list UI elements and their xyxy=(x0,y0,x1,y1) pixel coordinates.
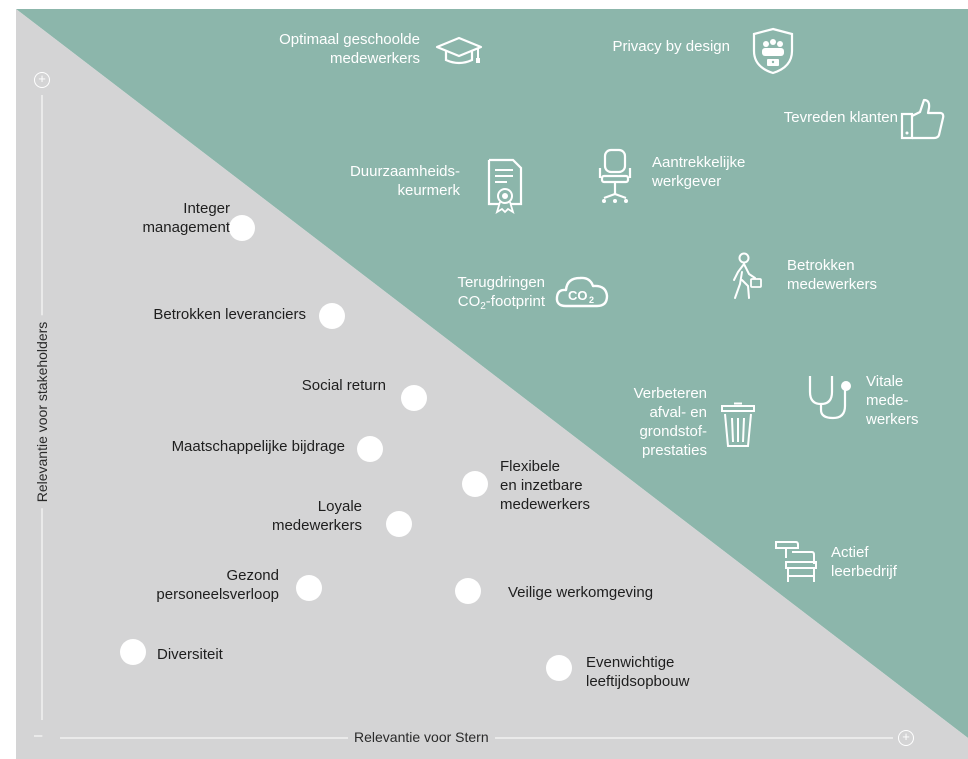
shield-people-icon xyxy=(751,27,795,75)
certificate-icon xyxy=(485,158,525,214)
dot-veilige-werkomgeving xyxy=(455,578,481,604)
label-duurzaamheidskeurmerk: Duurzaamheids-keurmerk xyxy=(349,163,460,199)
label-terugdringen-co2: Terugdringen CO2-footprint xyxy=(457,274,545,312)
x-plus-circle xyxy=(898,730,914,746)
dot-flexibele-medewerkers xyxy=(462,471,488,497)
label-social-return: Social return xyxy=(301,377,386,394)
dot-social-return xyxy=(401,385,427,411)
dot-maatschappelijke-bijdrage xyxy=(357,436,383,462)
dot-evenwichtige-leeftijdsopbouw xyxy=(546,655,572,681)
graduation-cap-icon xyxy=(435,36,483,66)
y-plus-sign: + xyxy=(38,71,46,86)
y-axis-title: Relevantie voor stakeholders xyxy=(34,315,50,509)
dot-integer-management xyxy=(229,215,255,241)
x-minus-sign: – xyxy=(34,727,43,744)
svg-text:CO: CO xyxy=(568,288,588,303)
office-chair-icon xyxy=(596,148,634,206)
co2-cloud-icon: CO 2 xyxy=(554,272,610,312)
stethoscope-icon xyxy=(806,372,856,420)
label-tevreden-klanten: Tevreden klanten xyxy=(783,109,898,126)
svg-text:2: 2 xyxy=(589,295,594,305)
label-veilige-werkomgeving: Veilige werkomgeving xyxy=(508,584,654,601)
walking-person-icon xyxy=(729,252,765,302)
dot-loyale-medewerkers xyxy=(386,511,412,537)
x-axis-title: Relevantie voor Stern xyxy=(348,729,495,745)
label-privacy-by-design: Privacy by design xyxy=(612,38,730,55)
school-desk-icon xyxy=(772,538,818,584)
dot-diversiteit xyxy=(120,639,146,665)
grey-zone xyxy=(16,9,968,759)
thumbs-up-icon xyxy=(900,98,946,140)
dot-gezond-personeelsverloop xyxy=(296,575,322,601)
label-maatschappelijke-bijdrage: Maatschappelijke bijdrage xyxy=(171,438,345,455)
label-betrokken-leveranciers: Betrokken leveranciers xyxy=(153,306,306,323)
label-diversiteit: Diversiteit xyxy=(157,646,223,663)
x-plus-sign: + xyxy=(902,729,910,744)
dot-betrokken-leveranciers xyxy=(319,303,345,329)
trash-bin-icon xyxy=(720,402,756,448)
y-plus-circle xyxy=(34,72,50,88)
